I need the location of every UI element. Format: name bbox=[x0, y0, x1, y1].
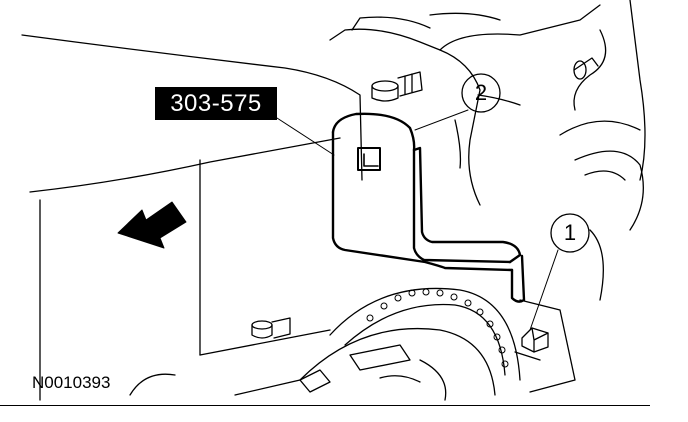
camshaft-sprocket bbox=[199, 327, 496, 401]
divider bbox=[0, 405, 650, 406]
engine-cover-outline bbox=[21, 34, 363, 401]
callout-number-2: 2 bbox=[474, 80, 488, 105]
tool-number-label: 303-575 bbox=[155, 87, 277, 120]
stud-lower bbox=[251, 317, 291, 339]
direction-arrow-icon bbox=[117, 201, 187, 249]
stud-upper bbox=[371, 71, 423, 102]
holding-tool-bracket bbox=[331, 112, 526, 303]
figure-id: N0010393 bbox=[32, 373, 111, 392]
callout-circle-2 bbox=[461, 73, 501, 113]
dowel-pin bbox=[573, 57, 599, 80]
retaining-bolt bbox=[514, 327, 549, 361]
leader-lines bbox=[276, 109, 559, 331]
timing-chain bbox=[329, 287, 521, 381]
engine-block-outline bbox=[329, 0, 646, 393]
callout-circle-1 bbox=[550, 213, 590, 253]
callout-number-1: 1 bbox=[563, 220, 577, 245]
